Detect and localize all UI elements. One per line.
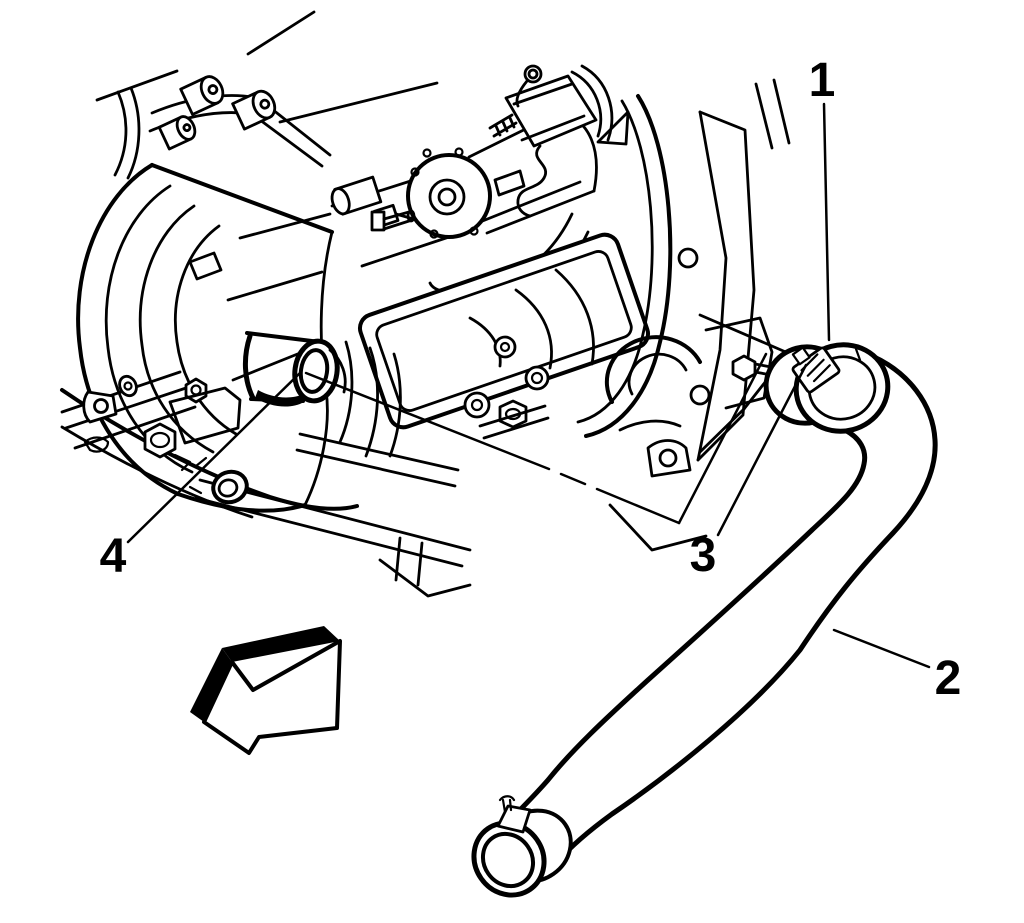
outlet-hose — [471, 342, 938, 898]
engine-assembly — [60, 10, 791, 598]
hose-right-edge — [554, 353, 938, 865]
callout-4-label: 4 — [99, 530, 127, 583]
water-outlet-pipe — [242, 331, 347, 407]
leader-2 — [832, 628, 931, 669]
leader-4 — [126, 370, 303, 544]
hose-clamp-bottom — [471, 795, 573, 898]
front-cover — [194, 340, 550, 598]
callout-1-label: 1 — [808, 54, 836, 107]
callout-3-label: 3 — [689, 529, 717, 582]
starter-motor — [370, 64, 614, 315]
hidden-connection-line — [304, 352, 768, 525]
direction-arrow-icon — [190, 626, 342, 755]
hose-left-edge — [507, 427, 868, 823]
leader-lines — [126, 102, 931, 669]
fuel-line-fittings — [148, 75, 332, 168]
solenoid-eyelet — [523, 64, 543, 84]
lower-bracket-hardware — [60, 370, 359, 519]
callout-2-label: 2 — [934, 652, 962, 705]
leader-1 — [822, 102, 831, 342]
leader-3 — [716, 363, 808, 537]
